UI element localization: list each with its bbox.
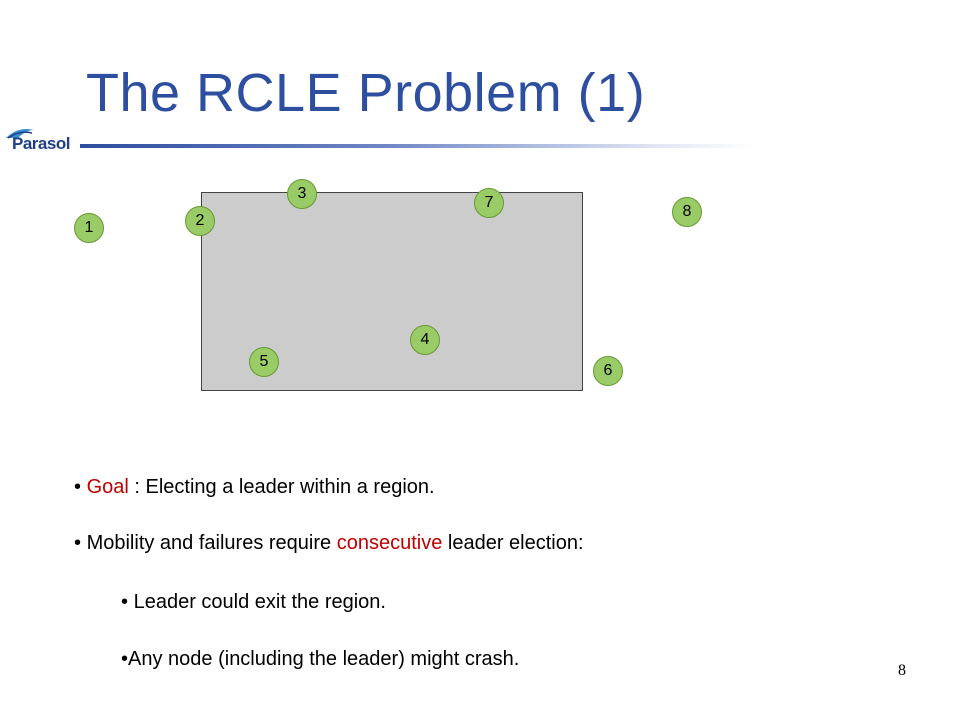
bullet-goal: • Goal : Electing a leader within a regi… xyxy=(74,476,435,499)
goal-text: : Electing a leader within a region. xyxy=(128,476,435,498)
bullet-mobility: • Mobility and failures require consecut… xyxy=(74,532,584,555)
bullet-marker: • xyxy=(74,532,82,554)
parasol-logo-icon xyxy=(6,129,34,139)
node-1: 1 xyxy=(74,213,104,243)
bullet-leader-exit: • Leader could exit the region. xyxy=(121,591,386,614)
node-5: 5 xyxy=(249,347,279,377)
node-2: 2 xyxy=(185,206,215,236)
node-6: 6 xyxy=(593,356,623,386)
region-rectangle xyxy=(201,192,583,391)
title-underline xyxy=(80,144,755,148)
bullet-node-crash: •Any node (including the leader) might c… xyxy=(121,648,519,671)
mobility-text-before: Mobility and failures require xyxy=(86,532,337,554)
bullet-marker: • xyxy=(121,648,129,670)
goal-label: Goal xyxy=(86,476,129,498)
logo-text: Parasol xyxy=(12,134,70,153)
node-7: 7 xyxy=(474,188,504,218)
bullet-marker: • xyxy=(121,591,129,613)
leader-exit-text: Leader could exit the region. xyxy=(133,591,386,613)
node-8: 8 xyxy=(672,197,702,227)
consecutive-highlight: consecutive xyxy=(336,532,443,554)
bullet-marker: • xyxy=(74,476,82,498)
node-crash-text: Any node (including the leader) might cr… xyxy=(128,648,520,670)
slide-title: The RCLE Problem (1) xyxy=(86,63,646,123)
mobility-text-after: leader election: xyxy=(442,532,584,554)
page-number: 8 xyxy=(898,662,906,679)
node-4: 4 xyxy=(410,325,440,355)
node-3: 3 xyxy=(287,179,317,209)
